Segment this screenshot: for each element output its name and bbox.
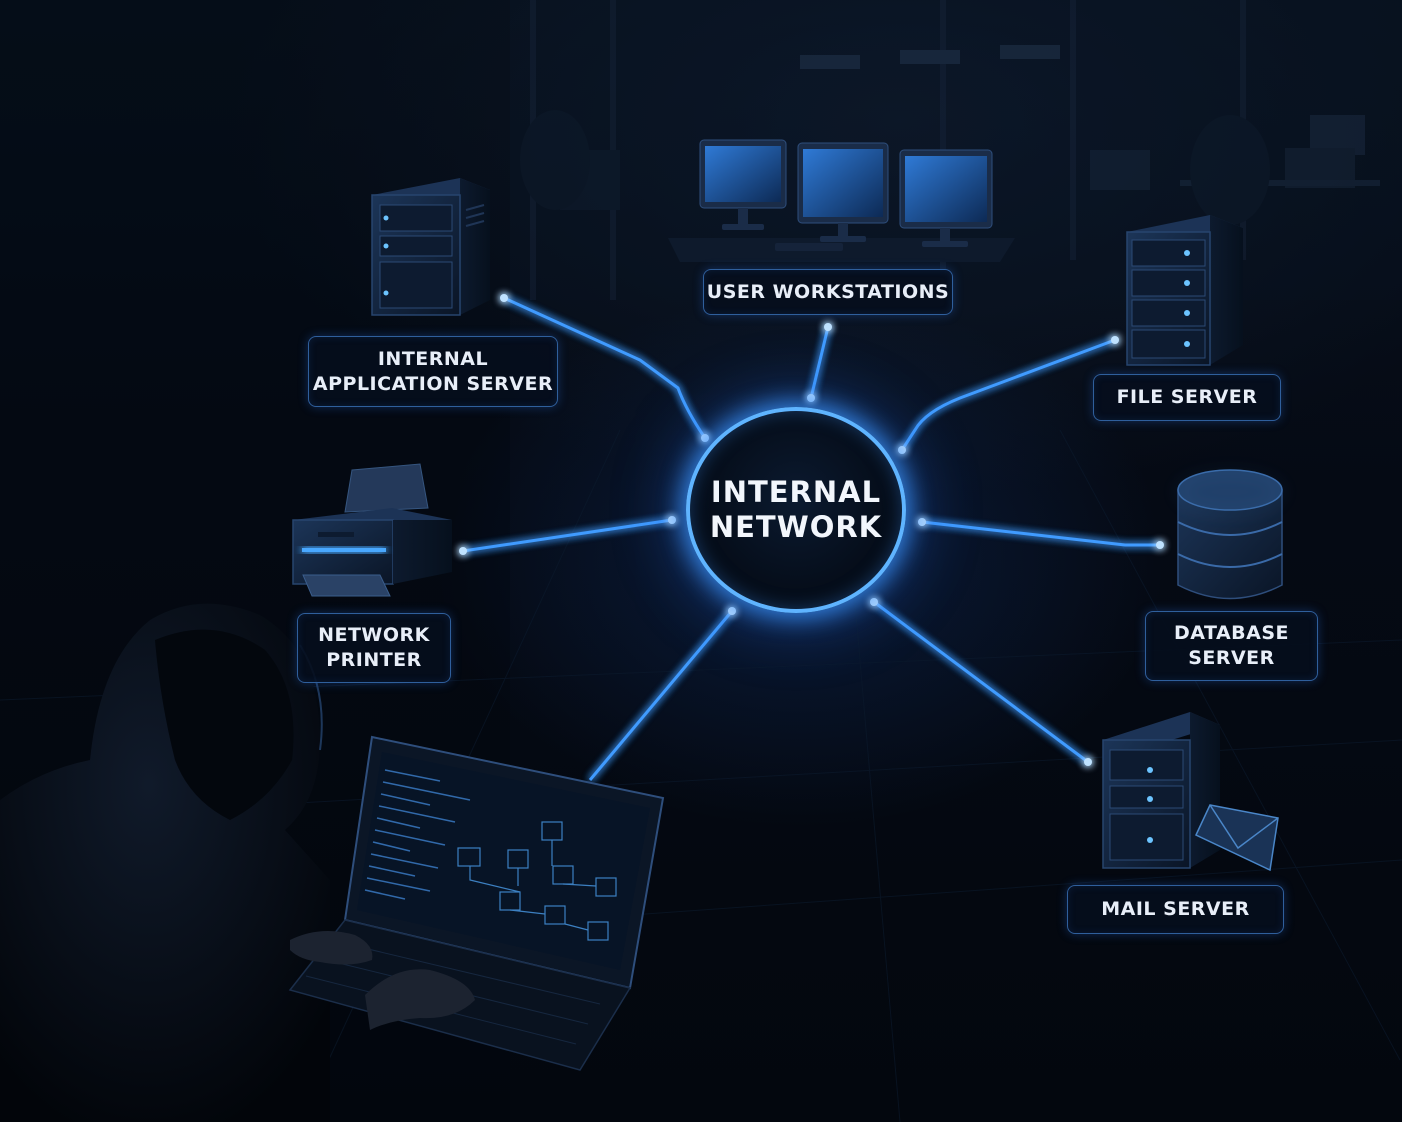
server-tower-icon: [371, 178, 490, 316]
link-laptop: [588, 610, 734, 781]
link-mail-server: [873, 600, 1089, 764]
server-rack-icon: [1126, 215, 1243, 366]
label-user-workstations: USER WORKSTATIONS: [703, 269, 953, 315]
label-file-server-text: FILE SERVER: [1116, 386, 1258, 408]
label-network-printer-text: NETWORK PRINTER: [318, 624, 430, 671]
database-icon: [1177, 469, 1283, 600]
label-application-server-text: INTERNAL APPLICATION SERVER: [312, 347, 554, 395]
mail-server-icon: [1102, 712, 1279, 872]
printer-icon: [292, 463, 452, 597]
link-file-server: [900, 338, 1116, 451]
label-mail-server: MAIL SERVER: [1067, 885, 1284, 934]
label-mail-server-text: MAIL SERVER: [1101, 898, 1250, 920]
connection-lines: [462, 296, 1160, 781]
link-application-server: [503, 296, 707, 439]
label-user-workstations-text: USER WORKSTATIONS: [706, 280, 950, 303]
hands: [290, 931, 475, 1030]
label-database-server-text: DATABASE SERVER: [1173, 622, 1290, 669]
label-network-printer: NETWORK PRINTER: [297, 613, 451, 683]
link-user-workstations: [809, 326, 830, 399]
label-application-server: INTERNAL APPLICATION SERVER: [308, 336, 558, 407]
hub-label: INTERNAL NETWORK: [709, 475, 883, 544]
label-file-server: FILE SERVER: [1093, 374, 1281, 421]
label-database-server: DATABASE SERVER: [1145, 611, 1318, 681]
connection-dots: [459, 294, 1164, 766]
hooded-figure: [0, 603, 330, 1122]
laptop-icon: [288, 735, 665, 1071]
link-database-server: [921, 520, 1160, 547]
internal-network-hub: INTERNAL NETWORK: [686, 407, 906, 613]
monitors-icon: [668, 139, 1015, 262]
link-network-printer: [462, 518, 673, 553]
